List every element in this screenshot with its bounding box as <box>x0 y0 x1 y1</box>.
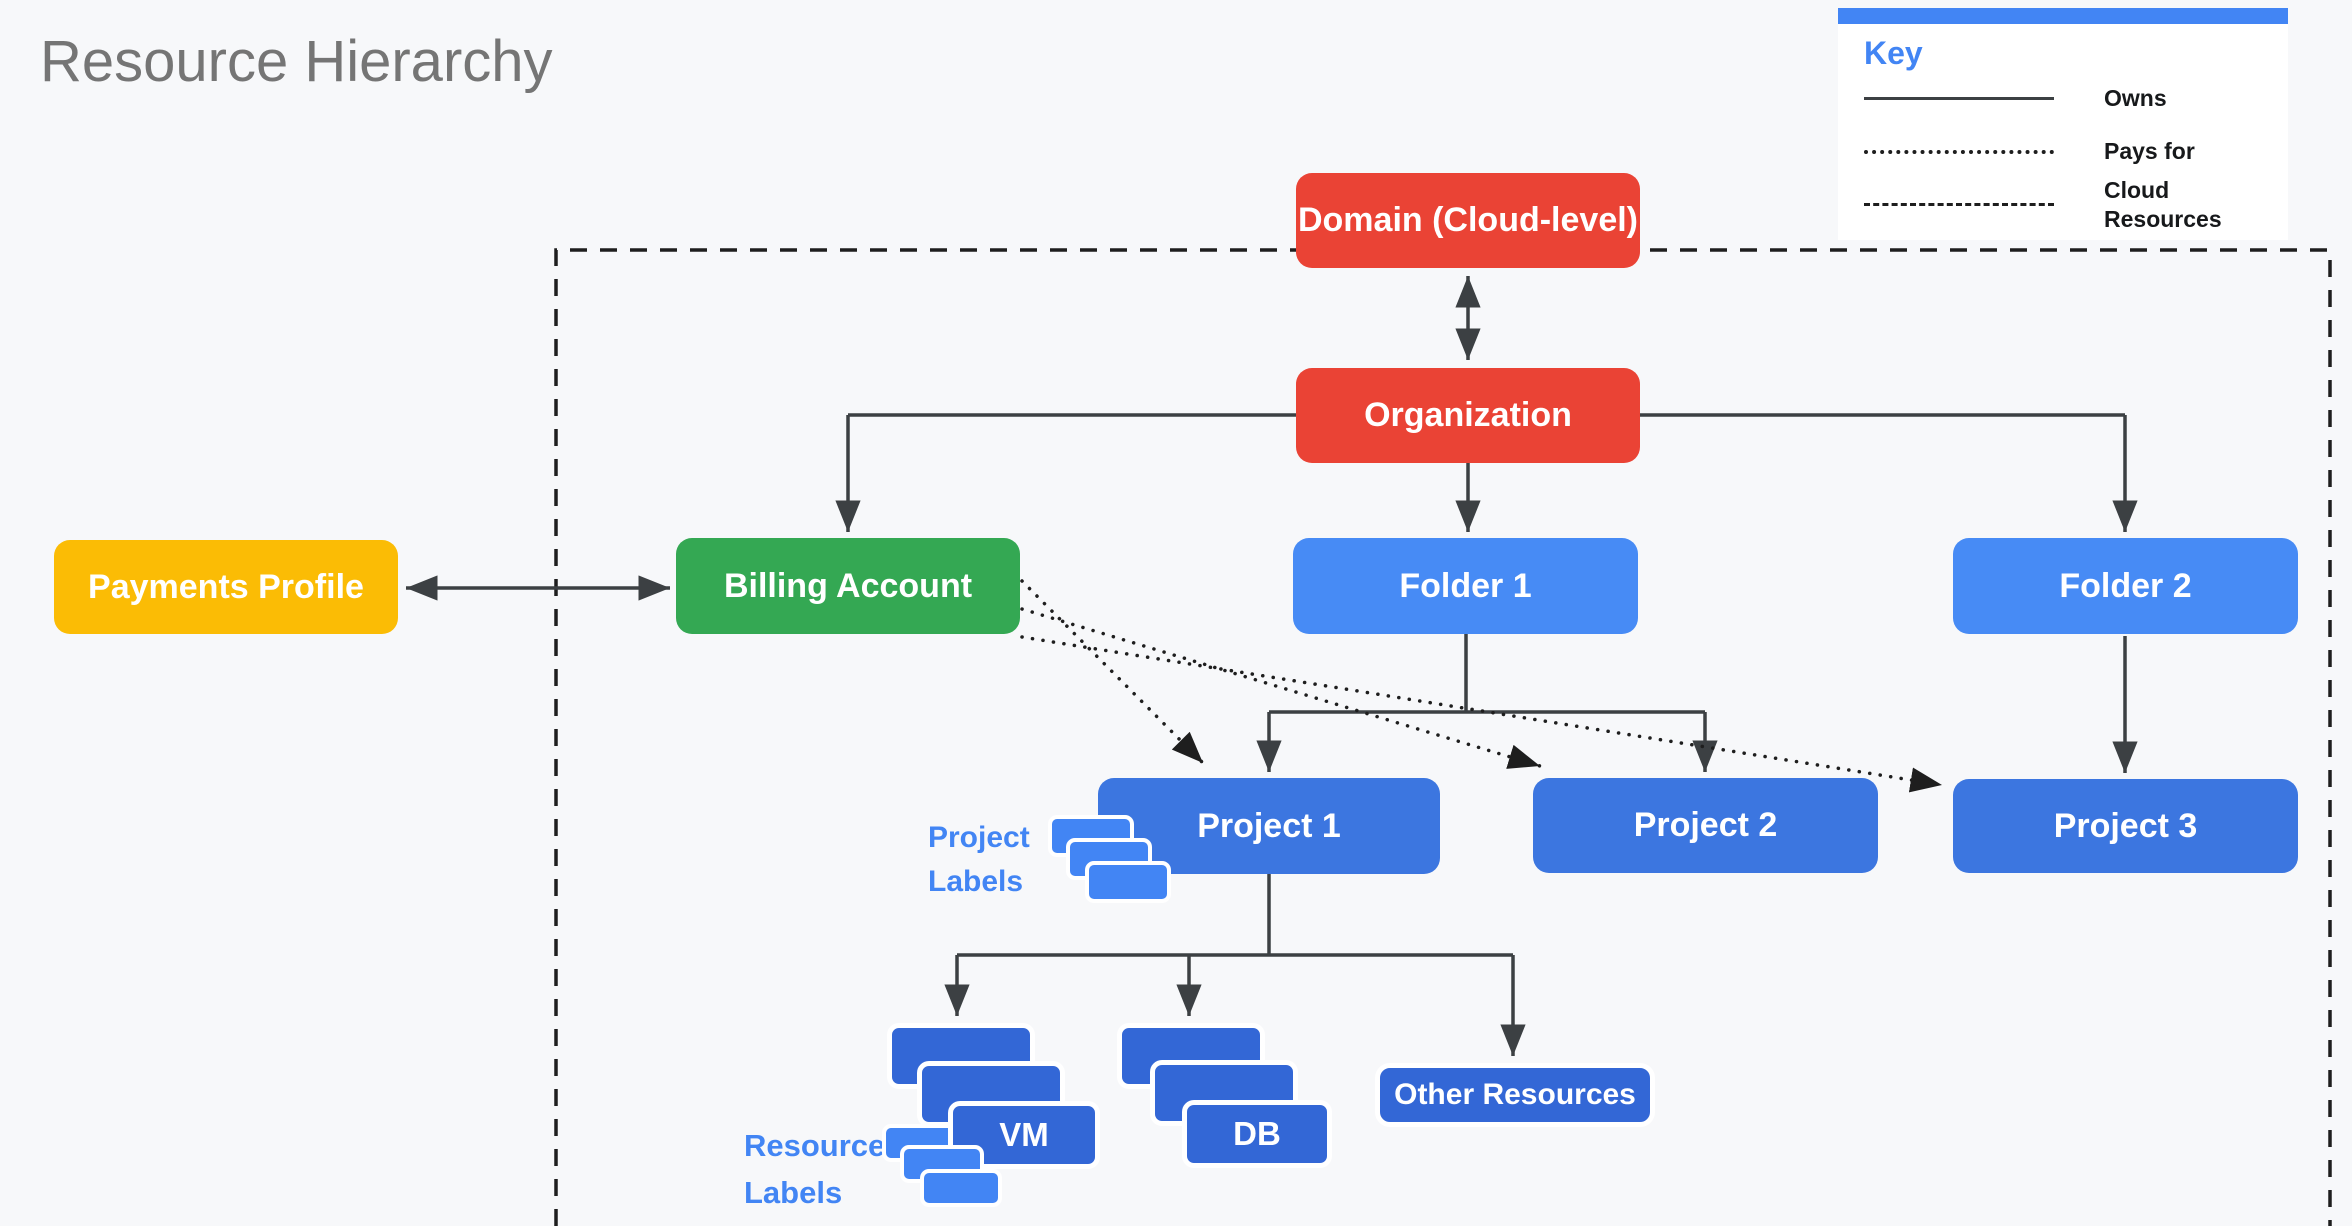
project-2-node: Project 2 <box>1533 778 1878 873</box>
legend-row-owns: Owns <box>1864 72 2274 125</box>
solid-line-sample <box>1864 97 2054 100</box>
folder1-branch-line <box>1269 634 1705 714</box>
dashed-line-sample <box>1864 203 2054 206</box>
billing-pays-project1-dotted-arrow <box>1020 579 1205 765</box>
resource-label-card <box>920 1169 1002 1207</box>
project-labels-annotation: Project Labels <box>928 821 1030 898</box>
legend-title: Key <box>1864 35 1923 71</box>
billing-pays-project3-dotted-arrow <box>1020 635 1944 793</box>
project-1-node: Project 1 <box>1098 778 1440 874</box>
legend-label-pays-for: Pays for <box>2104 138 2195 164</box>
domain-node: Domain (Cloud-level) <box>1296 173 1640 268</box>
other-resources-node: Other Resources <box>1375 1063 1655 1127</box>
project-3-node: Project 3 <box>1953 779 2298 873</box>
organization-node: Organization <box>1296 368 1640 463</box>
legend-accent-bar <box>1838 8 2288 24</box>
resource-labels-annotation: Resource Labels <box>744 1128 886 1210</box>
legend-label-cloud-resources: Cloud Resources <box>2104 176 2222 232</box>
folder-1-node: Folder 1 <box>1293 538 1638 634</box>
page-title: Resource Hierarchy <box>40 29 553 94</box>
dotted-line-sample <box>1864 149 2054 154</box>
legend-row-cloud-resources: Cloud Resources <box>1864 176 2274 232</box>
project1-branch-line <box>957 874 1513 957</box>
vm-stack-card-back <box>887 1023 1035 1089</box>
db-node: DB <box>1182 1100 1332 1168</box>
project-label-card <box>1085 861 1171 903</box>
billing-account-node: Billing Account <box>676 538 1020 634</box>
folder-2-node: Folder 2 <box>1953 538 2298 634</box>
legend: Key Owns Pays for Cloud Resources <box>1838 8 2288 240</box>
payments-profile-node: Payments Profile <box>54 540 398 634</box>
vm-node: VM <box>948 1101 1100 1169</box>
legend-row-pays-for: Pays for <box>1864 125 2274 178</box>
legend-label-owns: Owns <box>2104 85 2167 111</box>
